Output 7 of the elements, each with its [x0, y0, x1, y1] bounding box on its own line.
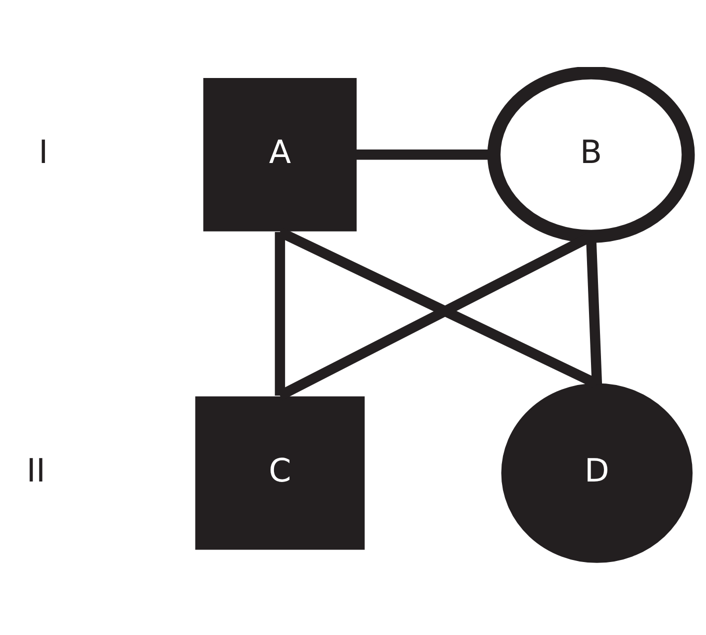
- label: II: [26, 451, 46, 490]
- node-circle: D: [501, 383, 693, 563]
- node-ellipse: B: [487, 67, 695, 243]
- label: I: [38, 132, 48, 171]
- connector: [274, 232, 286, 396]
- node-box: A: [203, 78, 357, 232]
- node-box: C: [195, 396, 365, 550]
